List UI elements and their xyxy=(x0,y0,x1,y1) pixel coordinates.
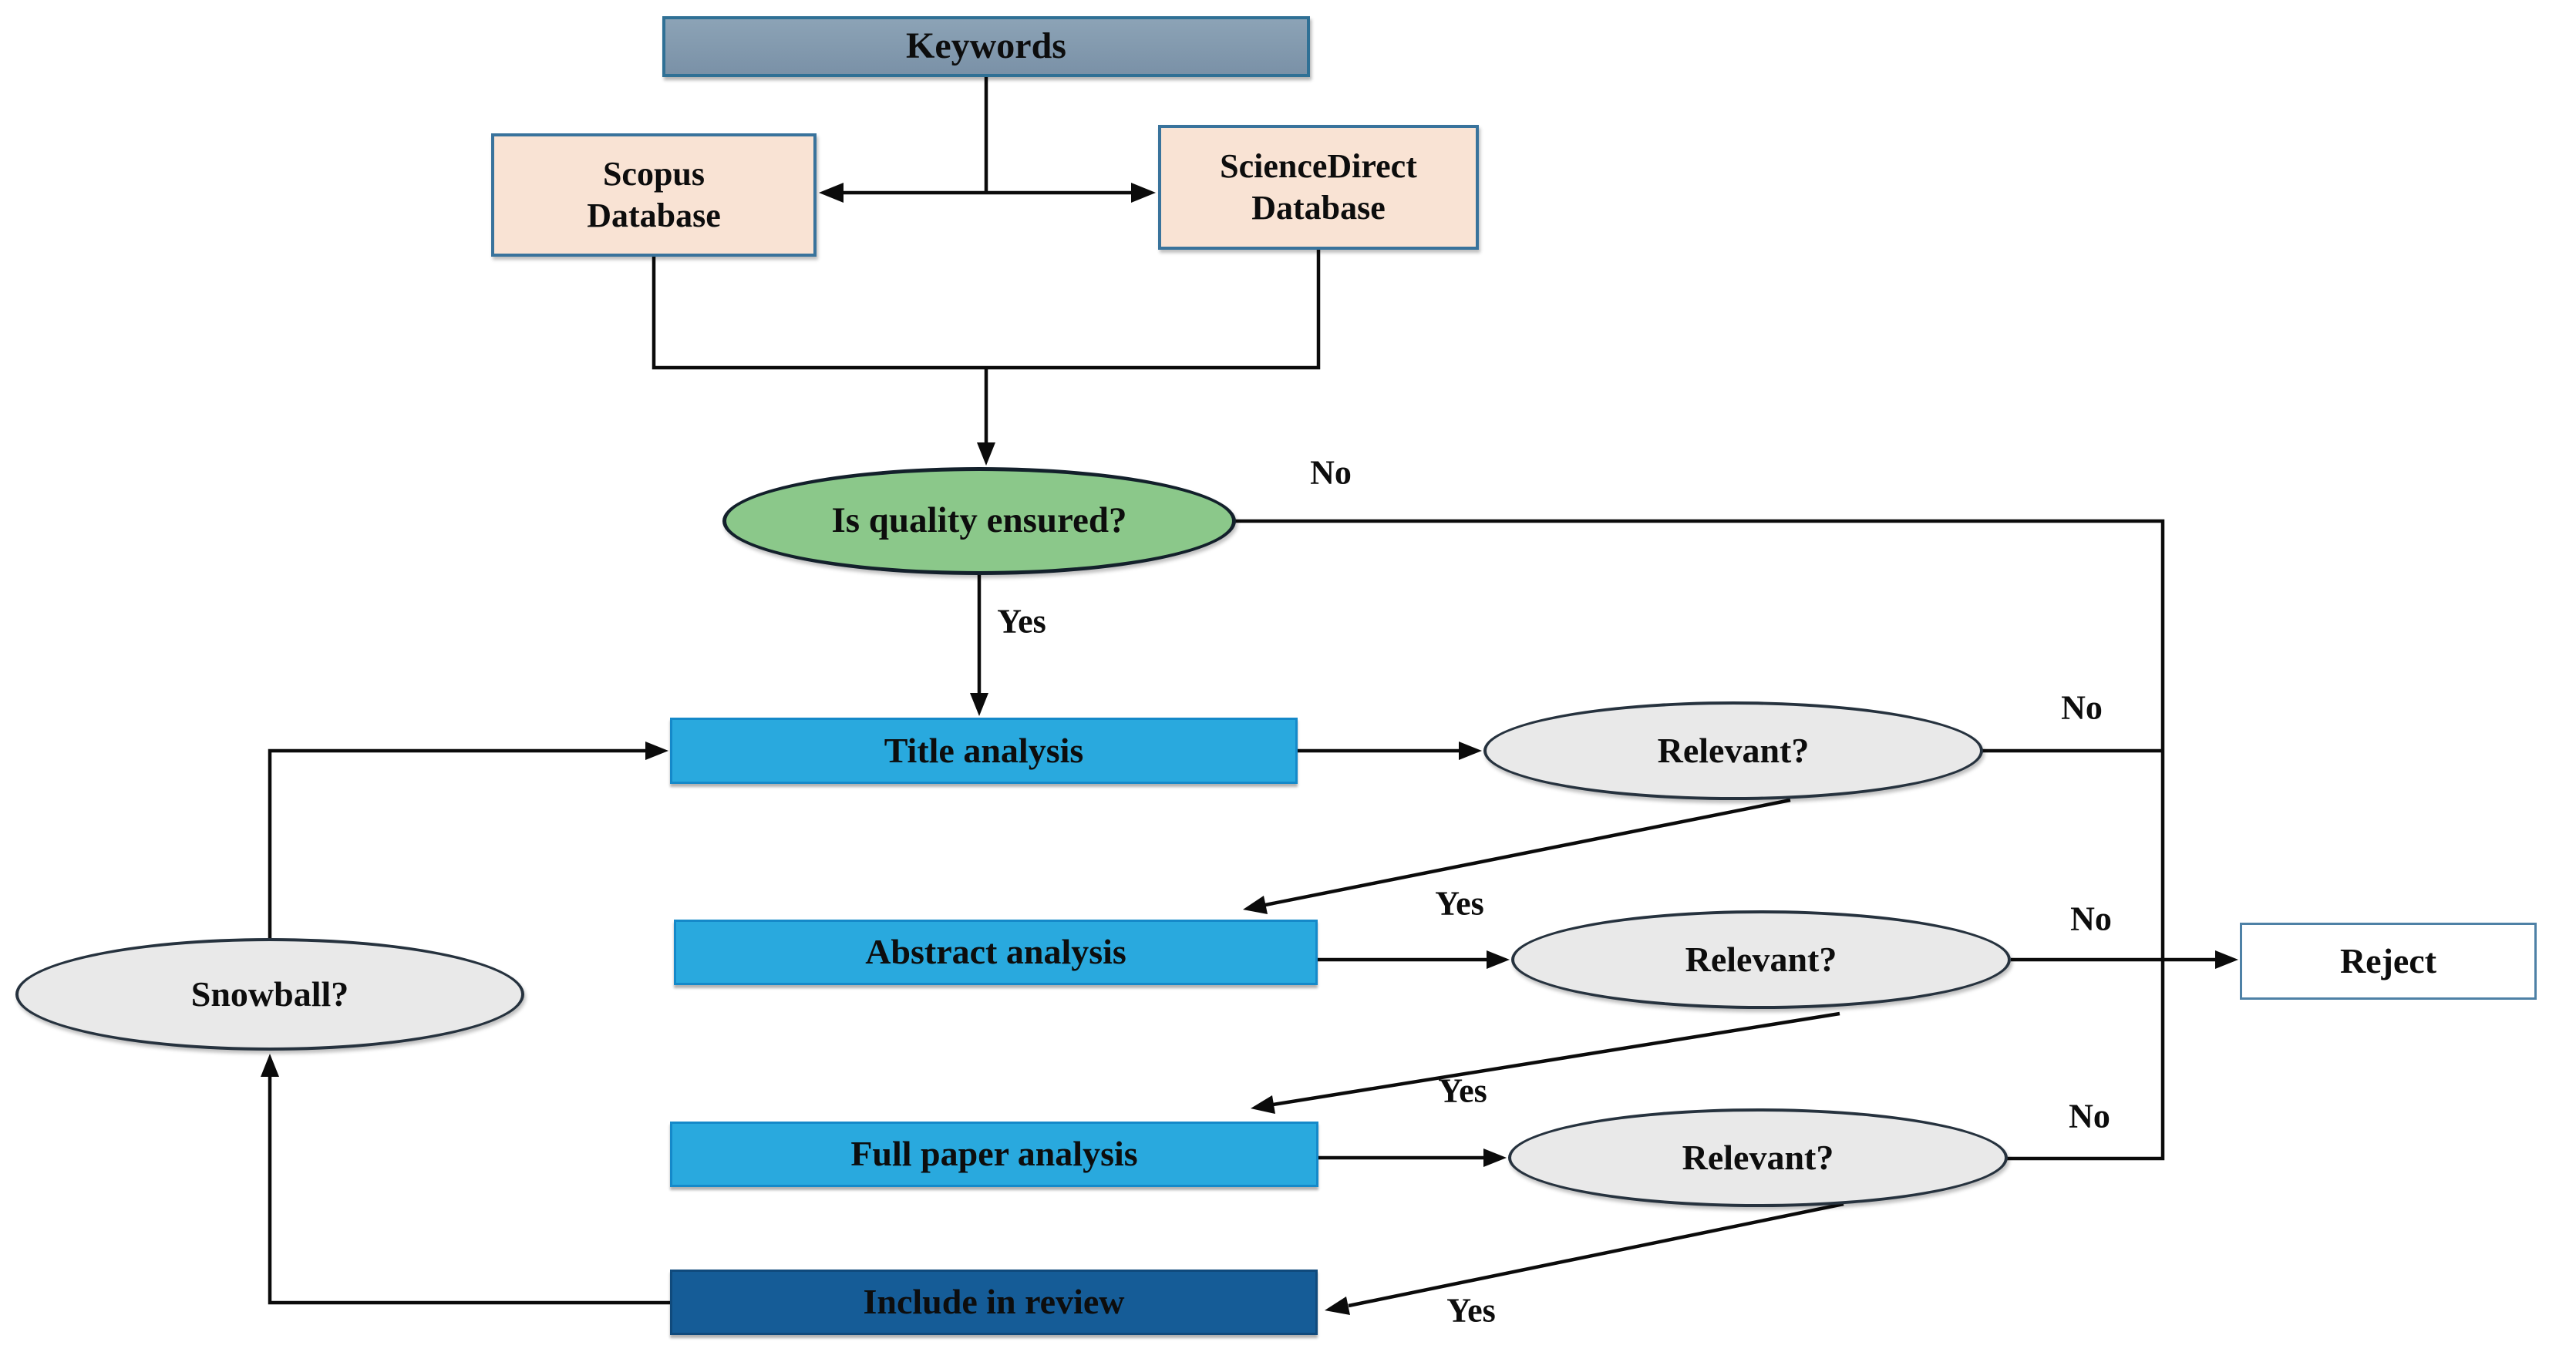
edge-label-abstract-no: No xyxy=(2070,900,2112,938)
arrowhead-right xyxy=(2215,950,2238,969)
keywords-node: Keywords xyxy=(662,16,1310,77)
reject-node: Reject xyxy=(2240,923,2537,1000)
quality-label: Is quality ensured? xyxy=(831,500,1127,541)
arrowhead-right xyxy=(1131,183,1156,203)
full-paper-analysis-node: Full paper analysis xyxy=(670,1122,1318,1187)
edge-label-fullpaper-no: No xyxy=(2069,1097,2110,1135)
arrowhead-down xyxy=(977,442,995,466)
title-analysis-label: Title analysis xyxy=(884,730,1084,770)
edge-abstract-yes xyxy=(1272,1011,1840,1107)
full-paper-analysis-label: Full paper analysis xyxy=(850,1134,1138,1174)
include-in-review-label: Include in review xyxy=(863,1282,1125,1322)
relevant-label: Relevant? xyxy=(1657,730,1810,770)
reject-label: Reject xyxy=(2339,940,2437,980)
snowball-decision-node: Snowball? xyxy=(15,938,524,1051)
arrowhead-right xyxy=(1483,1149,1507,1167)
arrowhead-left xyxy=(819,183,844,203)
arrowhead-down xyxy=(970,693,988,716)
edge-db-merge xyxy=(652,248,1321,370)
abstract-analysis-label: Abstract analysis xyxy=(865,932,1126,972)
include-in-review-node: Include in review xyxy=(670,1270,1318,1335)
edge-include-loop xyxy=(268,1075,670,1305)
relevant-fullpaper-decision-node: Relevant? xyxy=(1508,1108,2008,1207)
scopus-database-node: Scopus Database xyxy=(491,133,817,257)
edge-no-rail xyxy=(1234,519,2165,1161)
edge-label-fullpaper-yes: Yes xyxy=(1446,1291,1496,1330)
relevant-label: Relevant? xyxy=(1685,939,1837,979)
edge-label-quality-no: No xyxy=(1310,453,1352,492)
arrowhead-right xyxy=(1487,950,1510,969)
keywords-label: Keywords xyxy=(906,25,1066,67)
arrowhead-right xyxy=(645,742,668,760)
arrowhead-diagonal xyxy=(1243,896,1268,914)
arrowhead-diagonal xyxy=(1325,1297,1350,1315)
edge-label-quality-yes: Yes xyxy=(997,602,1046,641)
sciencedirect-label: ScienceDirect Database xyxy=(1220,147,1417,227)
relevant-title-decision-node: Relevant? xyxy=(1483,701,1983,800)
abstract-analysis-node: Abstract analysis xyxy=(674,920,1318,985)
edge-fullpaper-yes xyxy=(1348,1202,1844,1308)
relevant-label: Relevant? xyxy=(1682,1137,1834,1177)
sciencedirect-database-node: ScienceDirect Database xyxy=(1158,125,1479,250)
arrowhead-up xyxy=(261,1054,279,1077)
arrowhead-right xyxy=(1459,742,1482,760)
edge-title-yes xyxy=(1264,798,1791,907)
relevant-abstract-decision-node: Relevant? xyxy=(1511,910,2011,1009)
title-analysis-node: Title analysis xyxy=(670,718,1298,784)
edge-label-title-no: No xyxy=(2061,688,2103,727)
edge-snowball-loop xyxy=(268,748,648,940)
snowball-label: Snowball? xyxy=(190,974,349,1014)
edge-label-title-yes: Yes xyxy=(1435,884,1484,923)
arrowhead-diagonal xyxy=(1251,1095,1275,1114)
quality-decision-node: Is quality ensured? xyxy=(722,467,1236,575)
scopus-label: Scopus Database xyxy=(587,155,721,234)
edge-label-abstract-yes: Yes xyxy=(1438,1071,1487,1110)
